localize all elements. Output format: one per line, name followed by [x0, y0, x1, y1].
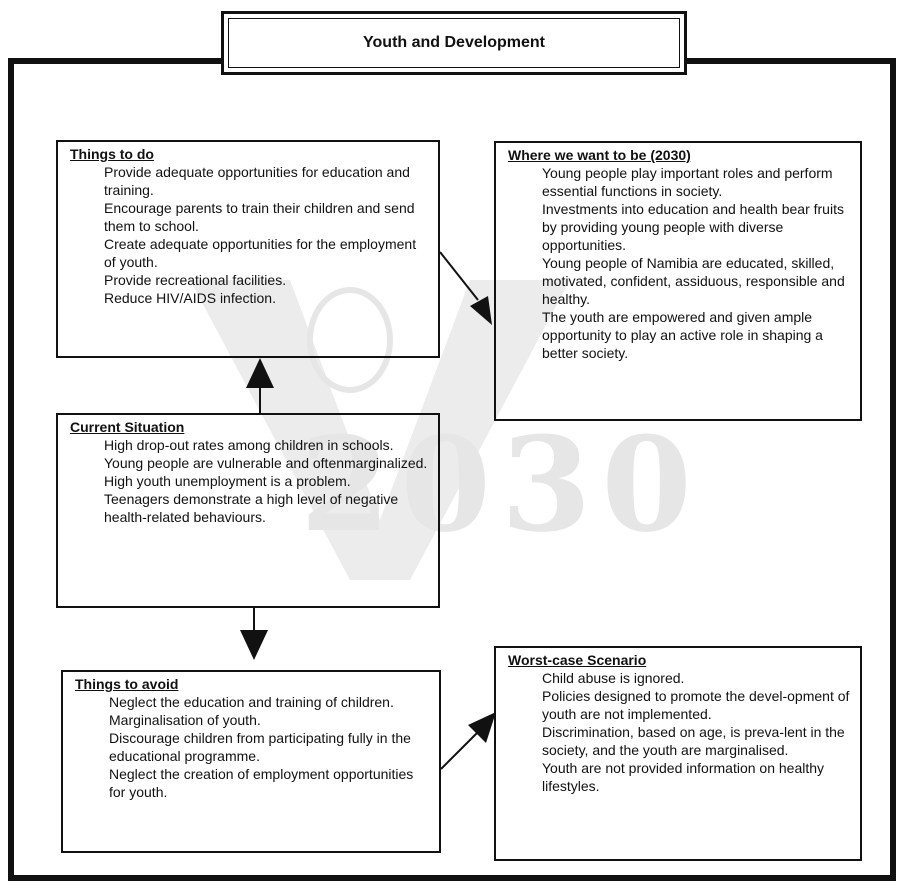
- list-item: Encourage parents to train their childre…: [104, 200, 415, 234]
- title-box: Youth and Development: [221, 11, 687, 75]
- where-we-want-to-be-box: Where we want to be (2030) Young people …: [494, 141, 862, 421]
- list-item: Young people are vulnerable and oftenmar…: [104, 455, 428, 471]
- list-item: Investments into education and health be…: [542, 201, 844, 253]
- list-item: Marginalisation of youth.: [109, 712, 261, 728]
- vision-2030-watermark: 2030: [190, 280, 702, 580]
- list-item: High drop-out rates among children in sc…: [104, 437, 394, 453]
- worst-case-scenario-box: Worst-case Scenario Child abuse is ignor…: [494, 646, 862, 861]
- current-situation-box: Current Situation High drop-out rates am…: [56, 413, 440, 608]
- list-item: Young people of Namibia are educated, sk…: [542, 255, 845, 307]
- list-item: Young people play important roles and pe…: [542, 165, 833, 199]
- list-item: Neglect the creation of employment oppor…: [109, 766, 414, 800]
- list-item: Neglect the education and training of ch…: [109, 694, 394, 710]
- list-item: High youth unemployment is a problem.: [104, 473, 351, 489]
- svg-text:2030: 2030: [300, 408, 702, 561]
- list-item: Policies designed to promote the devel-o…: [542, 688, 850, 722]
- current-situation-heading: Current Situation: [70, 419, 185, 435]
- worst-case-scenario-heading: Worst-case Scenario: [508, 652, 647, 668]
- list-item: Create adequate opportunities for the em…: [104, 236, 417, 270]
- where-we-want-to-be-heading: Where we want to be (2030): [508, 147, 691, 163]
- list-item: Youth are not provided information on he…: [542, 760, 825, 794]
- list-item: Provide recreational facilities.: [104, 272, 287, 288]
- things-to-avoid-heading: Things to avoid: [75, 676, 179, 692]
- diagram-title: Youth and Development: [228, 18, 680, 68]
- list-item: Provide adequate opportunities for educa…: [104, 164, 410, 198]
- list-item: Child abuse is ignored.: [542, 670, 685, 686]
- things-to-do-heading: Things to do: [70, 146, 154, 162]
- list-item: Reduce HIV/AIDS infection.: [104, 290, 276, 306]
- things-to-avoid-box: Things to avoid Neglect the education an…: [61, 670, 441, 853]
- list-item: The youth are empowered and given ample …: [542, 309, 823, 361]
- list-item: Discrimination, based on age, is preva-l…: [542, 724, 845, 758]
- list-item: Discourage children from participating f…: [109, 730, 411, 764]
- list-item: Teenagers demonstrate a high level of ne…: [104, 491, 399, 525]
- things-to-do-box: Things to do Provide adequate opportunit…: [56, 140, 440, 358]
